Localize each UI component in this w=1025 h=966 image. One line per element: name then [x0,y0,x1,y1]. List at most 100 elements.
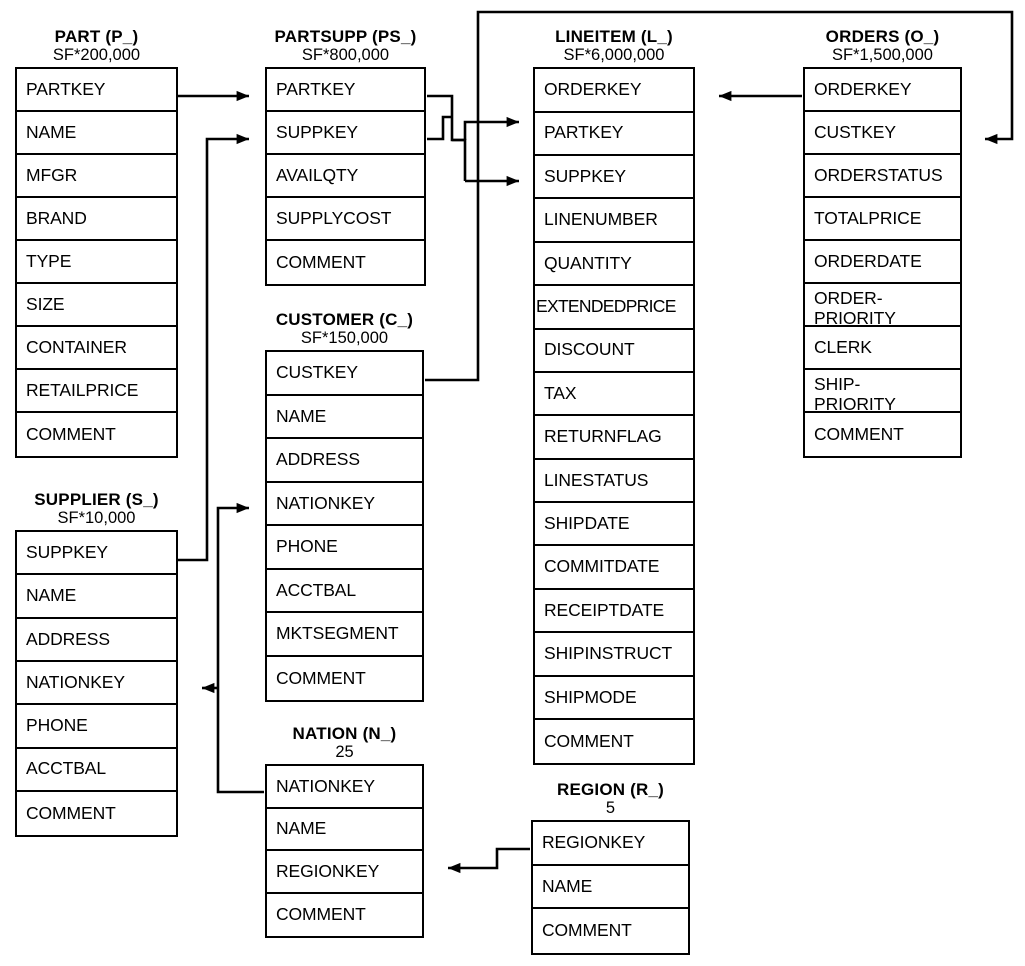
field-name[interactable]: NAME [533,865,688,910]
field-name[interactable]: NAME [267,808,422,852]
field-regionkey[interactable]: REGIONKEY [533,822,688,866]
field-totalprice[interactable]: TOTALPRICE [805,198,960,242]
field-comment[interactable]: COMMENT [17,791,176,836]
field-line: ORDER- [814,288,883,309]
field-phone[interactable]: PHONE [17,705,176,749]
conn-partsupp-merge-suppkey [427,115,452,141]
field-line: PRIORITY [814,393,896,414]
entity-title: NATION (N_) [292,724,397,743]
field-nationkey[interactable]: NATIONKEY [267,766,422,809]
field-returnflag[interactable]: RETURNFLAG [535,416,693,460]
field-clerk[interactable]: CLERK [805,327,960,371]
field-custkey[interactable]: CUSTKEY [805,112,960,156]
entity-header-supplier: SUPPLIER (S_)SF*10,000 [15,491,178,527]
field-availqty[interactable]: AVAILQTY [267,155,424,199]
entity-row-count: SF*10,000 [57,508,136,527]
entity-header-partsupp: PARTSUPP (PS_)SF*800,000 [265,28,426,64]
field-orderstatus[interactable]: ORDERSTATUS [805,155,960,199]
field-custkey[interactable]: CUSTKEY [267,352,422,396]
field-address[interactable]: ADDRESS [17,618,176,663]
field-nationkey[interactable]: NATIONKEY [267,482,422,527]
field-acctbal[interactable]: ACCTBAL [17,748,176,792]
field-orderkey[interactable]: ORDERKEY [535,69,693,113]
field-orderkey[interactable]: ORDERKEY [805,69,960,113]
field-name[interactable]: NAME [267,395,422,440]
field-receiptdate[interactable]: RECEIPTDATE [535,589,693,634]
field-regionkey[interactable]: REGIONKEY [267,851,422,894]
entity-title: PARTSUPP (PS_) [274,27,417,46]
field-address[interactable]: ADDRESS [267,439,422,483]
field-comment[interactable]: COMMENT [267,893,422,937]
entity-row-count: 5 [605,798,616,817]
entity-row-count: SF*200,000 [52,45,141,64]
field-orderpriority[interactable]: ORDER-PRIORITY [805,284,960,327]
field-supplycost[interactable]: SUPPLYCOST [267,198,424,242]
field-comment[interactable]: COMMENT [267,241,424,285]
entity-header-part: PART (P_)SF*200,000 [15,28,178,64]
field-comment[interactable]: COMMENT [535,720,693,764]
field-partkey[interactable]: PARTKEY [17,69,176,113]
field-mfgr[interactable]: MFGR [17,155,176,199]
field-comment[interactable]: COMMENT [17,413,176,457]
entity-row-count: SF*6,000,000 [563,45,665,64]
entity-row-count: SF*800,000 [301,45,390,64]
field-acctbal[interactable]: ACCTBAL [267,569,422,614]
field-shipdate[interactable]: SHIPDATE [535,503,693,547]
entity-title: ORDERS (O_) [825,27,940,46]
field-tax[interactable]: TAX [535,372,693,417]
field-linenumber[interactable]: LINENUMBER [535,199,693,243]
field-size[interactable]: SIZE [17,284,176,328]
conn-region-nation [447,847,530,874]
field-partkey[interactable]: PARTKEY [267,69,424,113]
conn-partsupp-to-lineitem-partkey [463,116,520,140]
field-quantity[interactable]: QUANTITY [535,242,693,287]
field-suppkey[interactable]: SUPPKEY [267,112,424,156]
field-partkey[interactable]: PARTKEY [535,112,693,156]
field-phone[interactable]: PHONE [267,526,422,570]
field-name[interactable]: NAME [17,112,176,156]
entity-row-count: SF*150,000 [300,328,389,347]
field-discount[interactable]: DISCOUNT [535,329,693,373]
entity-title: REGION (R_) [556,780,665,799]
field-nationkey[interactable]: NATIONKEY [17,662,176,706]
field-type[interactable]: TYPE [17,241,176,285]
entity-row-count: 25 [335,742,354,761]
field-retailprice[interactable]: RETAILPRICE [17,370,176,414]
field-shipmode[interactable]: SHIPMODE [535,676,693,721]
field-linestatus[interactable]: LINESTATUS [535,459,693,504]
field-suppkey[interactable]: SUPPKEY [17,532,176,576]
field-comment[interactable]: COMMENT [805,413,960,457]
field-name[interactable]: NAME [17,575,176,619]
entity-header-orders: ORDERS (O_)SF*1,500,000 [803,28,962,64]
field-brand[interactable]: BRAND [17,198,176,242]
field-extendedprice[interactable]: EXTENDEDPRICE [535,286,693,330]
field-comment[interactable]: COMMENT [267,656,422,701]
field-shippriority[interactable]: SHIP-PRIORITY [805,370,960,413]
conn-supplier-partsupp [178,133,250,562]
field-suppkey[interactable]: SUPPKEY [535,155,693,200]
entity-title: LINEITEM (L_) [555,27,673,46]
field-mktsegment[interactable]: MKTSEGMENT [267,613,422,657]
field-comment[interactable]: COMMENT [533,909,688,953]
field-commitdate[interactable]: COMMITDATE [535,546,693,590]
field-container[interactable]: CONTAINER [17,327,176,371]
field-line: SHIP- [814,374,861,395]
field-shipinstruct[interactable]: SHIPINSTRUCT [535,633,693,677]
field-line: PRIORITY [814,307,896,328]
field-orderdate[interactable]: ORDERDATE [805,241,960,285]
entity-header-nation: NATION (N_)25 [265,725,424,761]
